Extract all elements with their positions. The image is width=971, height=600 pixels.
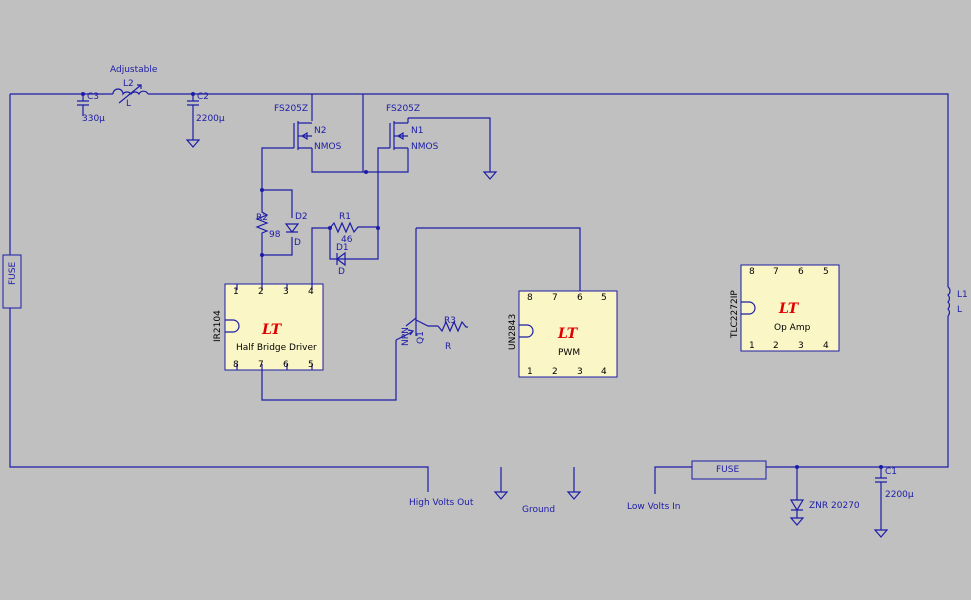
d1-ref-label: D1 [336,243,349,253]
pwm-pin-top-8: 8 [527,293,533,303]
d2-value-label: D [294,238,301,248]
resistor-r2: R2 98 [255,188,293,257]
n2-type-label: NMOS [314,142,342,152]
opamp-pin-top-7: 7 [773,267,779,277]
fuse-left: FUSE [2,254,22,309]
c1-value-label: 2200µ [885,490,914,500]
wire-right-rail [654,316,949,494]
c3-value-label: 330µ [82,114,105,124]
r3-ref-label: R3 [444,316,456,326]
wire-top-rail [10,93,949,287]
c3-ref-label: C3 [87,92,99,102]
opamp-pin-bottom-1: 1 [749,341,755,351]
l2-value-label: L [126,99,131,109]
high-volts-out-label: High Volts Out [409,498,474,508]
n1-type-label: NMOS [411,142,439,152]
adjustable-label: Adjustable [110,65,158,75]
hb-pin-bottom-5: 5 [308,360,314,370]
pwm-chip-name: PWM [558,348,580,358]
hb-pin-top-1: 1 [233,287,239,297]
pwm-pin-bottom-3: 3 [577,367,583,377]
l1-value-label: L [957,305,962,315]
chip-pwm[interactable]: 8 7 6 5 1 2 3 4 LT PWM UN2843 [508,290,618,378]
q1-ref-label: Q1 [416,331,426,344]
capacitor-c1: C1 2200µ [873,465,914,538]
d1-value-label: D [338,267,345,277]
diode-d2: D2 D [284,212,308,248]
pwm-pin-top-6: 6 [577,293,583,303]
opamp-pin-bottom-3: 3 [798,341,804,351]
q1-type-label: NPN [401,327,411,346]
wire-left-rail [9,94,429,492]
pwm-pin-top-5: 5 [601,293,607,303]
opamp-pin-bottom-4: 4 [823,341,829,351]
transistor-q1: NPN Q1 [395,227,581,346]
fuse-bottom: FUSE [691,460,767,480]
d2-ref-label: D2 [295,212,308,222]
resistor-r1: R1 46 [311,212,380,284]
low-volts-in-label: Low Volts In [627,502,681,512]
n2-part-label: FS205Z [274,104,308,114]
fuse-left-label: FUSE [8,262,18,285]
inductor-l1: L1 L [947,286,968,317]
opamp-pin-bottom-2: 2 [773,341,779,351]
r3-value-label: R [445,342,451,352]
r2-value-label: 98 [269,230,281,240]
chip-half-bridge-driver[interactable]: 1 2 3 4 8 7 6 5 LT Half Bridge Driver IR… [213,283,397,401]
l1-ref-label: L1 [957,290,968,300]
wire-znr-c1 [796,467,882,500]
capacitor-c2: C2 2200µ [185,92,225,148]
opamp-pin-top-8: 8 [749,267,755,277]
diode-d1: D1 D [336,243,349,277]
nmos-n1: FS205Z N1 NMOS [364,104,498,228]
opamp-pin-top-5: 5 [823,267,829,277]
pwm-pin-bottom-4: 4 [601,367,607,377]
c2-value-label: 2200µ [196,114,225,124]
hb-pin-top-4: 4 [308,287,314,297]
hb-lt-logo: LT [261,322,283,338]
inductor-l2: Adjustable L2 L [110,65,158,109]
opamp-pin-top-6: 6 [798,267,804,277]
c2-ref-label: C2 [197,92,209,102]
varistor-znr: ZNR 20270 [789,465,860,526]
n2-ref-label: N2 [314,126,326,136]
opamp-chip-name: Op Amp [774,323,811,333]
r1-ref-label: R1 [339,212,351,222]
nmos-n2: FS205Z N2 NMOS [261,94,409,190]
n1-ref-label: N1 [411,126,423,136]
chip-opamp[interactable]: 8 7 6 5 1 2 3 4 LT Op Amp TLC2272IP [730,264,840,352]
ground-label: Ground [522,505,555,515]
pwm-pin-top-7: 7 [552,293,558,303]
hb-pin-bottom-6: 6 [283,360,289,370]
resistor-r3: R3 R [437,316,468,352]
hb-part-number: IR2104 [213,310,223,342]
r1-value-label: 46 [341,235,353,245]
hb-chip-name: Half Bridge Driver [236,343,317,353]
opamp-part-number: TLC2272IP [730,290,740,339]
ground-symbol-2 [566,467,582,500]
hb-pin-top-3: 3 [283,287,289,297]
c1-ref-label: C1 [885,467,897,477]
fuse-bottom-label: FUSE [716,465,739,475]
n1-part-label: FS205Z [386,104,420,114]
hb-pin-bottom-8: 8 [233,360,239,370]
pwm-lt-logo: LT [557,326,579,342]
znr-label: ZNR 20270 [809,501,860,511]
pwm-pin-bottom-1: 1 [527,367,533,377]
pwm-pin-bottom-2: 2 [552,367,558,377]
capacitor-c3: C3 330µ [77,92,105,124]
hb-pin-bottom-7: 7 [258,360,264,370]
r2-ref-label: R2 [256,213,268,223]
l2-ref-label: L2 [123,79,134,89]
hb-pin-top-2: 2 [258,287,264,297]
pwm-part-number: UN2843 [508,314,518,350]
ground-symbol-1 [493,467,509,500]
opamp-lt-logo: LT [778,301,800,317]
